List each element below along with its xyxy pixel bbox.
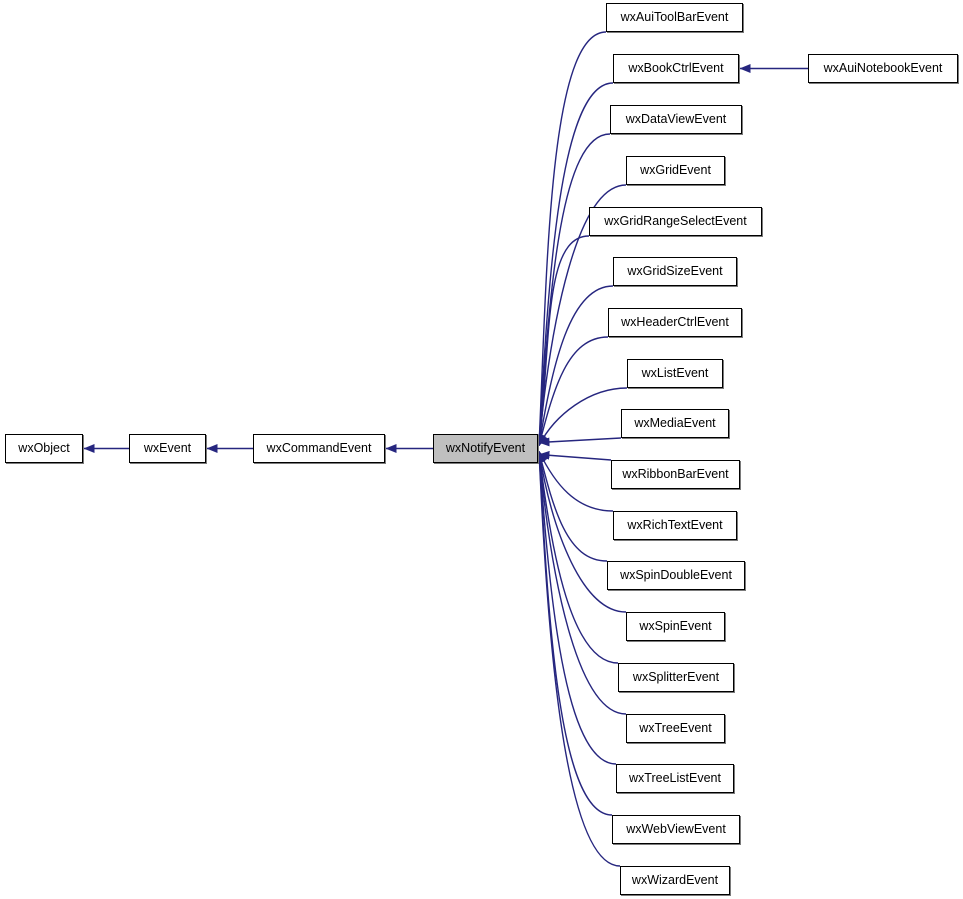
class-node-wxObject[interactable]: wxObject: [5, 434, 83, 463]
class-node-wxCommandEvent[interactable]: wxCommandEvent: [253, 434, 385, 463]
inheritance-arrow-wxGridRangeSelectEvent-to-wxNotifyEvent: [535, 235, 590, 446]
class-node-wxSplitterEvent[interactable]: wxSplitterEvent: [618, 663, 734, 692]
class-node-wxEvent[interactable]: wxEvent: [129, 434, 206, 463]
inheritance-arrow-wxDataViewEvent-to-wxNotifyEvent: [535, 133, 611, 446]
class-node-label: wxNotifyEvent: [445, 441, 526, 456]
class-node-wxAuiToolBarEvent[interactable]: wxAuiToolBarEvent: [606, 3, 743, 32]
class-node-wxGridSizeEvent[interactable]: wxGridSizeEvent: [613, 257, 737, 286]
class-node-wxGridRangeSelectEvent[interactable]: wxGridRangeSelectEvent: [589, 207, 762, 236]
class-node-label: wxWizardEvent: [631, 873, 719, 888]
class-node-label: wxBookCtrlEvent: [628, 61, 724, 76]
class-node-wxHeaderCtrlEvent[interactable]: wxHeaderCtrlEvent: [608, 308, 742, 337]
inheritance-arrow-wxSpinDoubleEvent-to-wxNotifyEvent: [537, 451, 608, 562]
inheritance-arrow-wxBookCtrlEvent-to-wxNotifyEvent: [535, 82, 614, 446]
class-node-label: wxSpinDoubleEvent: [620, 568, 732, 583]
class-node-wxMediaEvent[interactable]: wxMediaEvent: [621, 409, 729, 438]
inheritance-arrow-wxRichTextEvent-to-wxNotifyEvent: [538, 451, 614, 512]
class-node-label: wxHeaderCtrlEvent: [621, 315, 729, 330]
class-node-wxSpinEvent[interactable]: wxSpinEvent: [626, 612, 725, 641]
inheritance-arrow-wxListEvent-to-wxNotifyEvent: [538, 387, 628, 446]
inheritance-arrow-wxGridSizeEvent-to-wxNotifyEvent: [536, 285, 614, 446]
class-node-label: wxRibbonBarEvent: [622, 467, 729, 482]
class-node-wxWizardEvent[interactable]: wxWizardEvent: [620, 866, 730, 895]
class-node-label: wxCommandEvent: [266, 441, 372, 456]
class-node-wxRichTextEvent[interactable]: wxRichTextEvent: [613, 511, 737, 540]
class-node-label: wxMediaEvent: [634, 416, 716, 431]
class-node-label: wxListEvent: [641, 366, 709, 381]
class-node-wxAuiNotebookEvent[interactable]: wxAuiNotebookEvent: [808, 54, 958, 83]
class-node-label: wxAuiToolBarEvent: [620, 10, 729, 25]
class-node-wxGridEvent[interactable]: wxGridEvent: [626, 156, 725, 185]
inheritance-arrow-wxWebViewEvent-to-wxNotifyEvent: [535, 451, 613, 816]
class-node-label: wxTreeEvent: [639, 721, 712, 736]
inheritance-arrow-wxRibbonBarEvent-to-wxNotifyEvent: [538, 450, 612, 461]
class-node-wxTreeEvent[interactable]: wxTreeEvent: [626, 714, 725, 743]
inheritance-arrow-wxHeaderCtrlEvent-to-wxNotifyEvent: [537, 336, 609, 446]
class-node-wxTreeListEvent[interactable]: wxTreeListEvent: [616, 764, 734, 793]
class-node-wxWebViewEvent[interactable]: wxWebViewEvent: [612, 815, 740, 844]
class-node-wxListEvent[interactable]: wxListEvent: [627, 359, 723, 388]
class-node-label: wxDataViewEvent: [625, 112, 727, 127]
class-node-label: wxObject: [18, 441, 70, 456]
inheritance-arrow-wxTreeListEvent-to-wxNotifyEvent: [535, 451, 617, 765]
inheritance-arrow-wxMediaEvent-to-wxNotifyEvent: [538, 437, 622, 447]
class-node-label: wxEvent: [143, 441, 192, 456]
inheritance-arrow-wxAuiToolBarEvent-to-wxNotifyEvent: [534, 31, 607, 446]
inheritance-arrow-wxWizardEvent-to-wxNotifyEvent: [534, 451, 621, 867]
class-node-label: wxGridSizeEvent: [627, 264, 723, 279]
class-node-label: wxSplitterEvent: [632, 670, 720, 685]
class-node-wxBookCtrlEvent[interactable]: wxBookCtrlEvent: [613, 54, 739, 83]
class-node-label: wxSpinEvent: [639, 619, 712, 634]
class-node-wxNotifyEvent[interactable]: wxNotifyEvent: [433, 434, 538, 463]
class-node-label: wxRichTextEvent: [627, 518, 723, 533]
class-node-wxSpinDoubleEvent[interactable]: wxSpinDoubleEvent: [607, 561, 745, 590]
class-node-wxRibbonBarEvent[interactable]: wxRibbonBarEvent: [611, 460, 740, 489]
class-node-label: wxGridEvent: [640, 163, 711, 178]
class-node-label: wxGridRangeSelectEvent: [604, 214, 747, 229]
inheritance-arrow-wxSplitterEvent-to-wxNotifyEvent: [535, 451, 619, 664]
class-node-label: wxAuiNotebookEvent: [823, 61, 943, 76]
class-node-label: wxTreeListEvent: [629, 771, 721, 786]
class-node-wxDataViewEvent[interactable]: wxDataViewEvent: [610, 105, 742, 134]
class-node-label: wxWebViewEvent: [626, 822, 726, 837]
